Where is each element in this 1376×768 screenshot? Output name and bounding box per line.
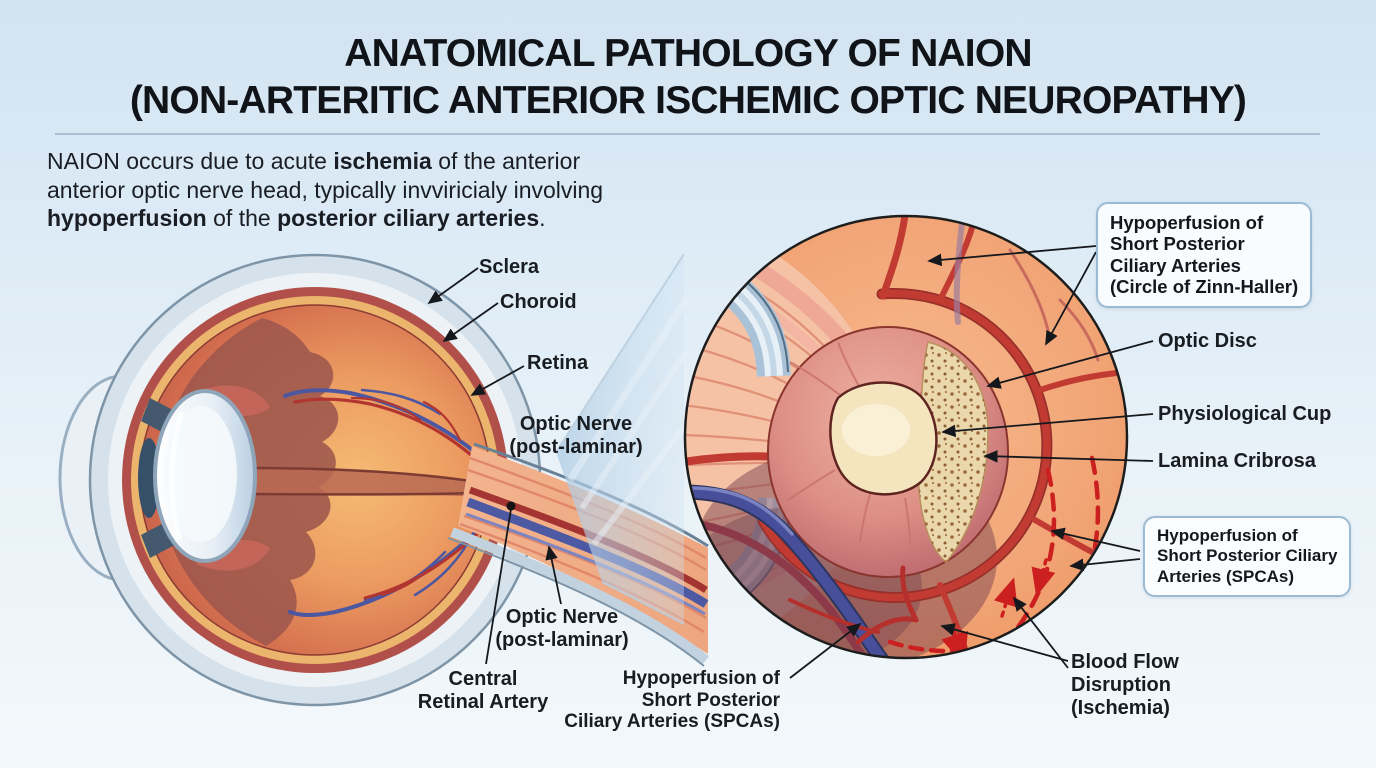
intro-seg: NAION occurs due to acute: [47, 148, 334, 174]
intro-ischemia: ischemia: [333, 148, 432, 174]
choroid-label: Choroid: [500, 291, 577, 313]
physiological-cup-leader: [941, 413, 1154, 438]
intro-seg: of the: [206, 205, 278, 231]
central-vessels: [685, 484, 919, 658]
leader-lines: [427, 245, 1154, 679]
retina-leader: [470, 365, 525, 396]
zinn-haller-leader-2: [1045, 251, 1097, 346]
zinn-haller-callout-box: Hypoperfusion of Short Posterior Ciliary…: [1096, 202, 1313, 308]
intro-paragraph: NAION occurs due to acute ischemia of th…: [47, 147, 667, 233]
sclera-leader: [427, 267, 479, 305]
lamina-cribrosa-label: Lamina Cribrosa: [1158, 450, 1316, 472]
intro-seg: of the anterior anterior optic nerve hea…: [47, 148, 604, 203]
spca-box-leader-1: [1050, 527, 1141, 552]
magnifier-circle-border: [683, 214, 1129, 660]
blood-flow-leader-2: [1012, 596, 1069, 669]
zinn-haller-leader-1: [927, 245, 1097, 267]
lamina-cribrosa-leader: [983, 450, 1154, 463]
central-retinal-artery-label: Central Retinal Artery: [417, 668, 549, 713]
intro-seg: .: [539, 205, 546, 231]
blood-flow-leader-1: [940, 623, 1069, 662]
optic-nerve-upper-label: Optic Nerve (post-laminar): [509, 413, 643, 458]
physiological-cup-label: Physiological Cup: [1158, 403, 1332, 425]
optic-disc-magnified: [683, 214, 1129, 660]
intro-posterior-ciliary: posterior ciliary arteries: [277, 205, 540, 231]
blood-flow-label: Blood Flow Disruption (Ischemia): [1071, 651, 1179, 719]
retina-label: Retina: [527, 352, 589, 374]
spca-bottom-leader: [789, 622, 862, 679]
central-retinal-artery-leader: [485, 508, 512, 665]
optic-disc-label: Optic Disc: [1158, 330, 1257, 352]
eye-cross-section: [58, 253, 710, 707]
spca-box-leader-2: [1069, 558, 1141, 571]
choroid-leader: [442, 302, 499, 343]
optic-nerve-lower-label: Optic Nerve (post-laminar): [495, 606, 629, 651]
intro-hypoperfusion: hypoperfusion: [47, 205, 207, 231]
spca-callout-box: Hypoperfusion of Short Posterior Ciliary…: [1143, 516, 1352, 598]
sclera-label: Sclera: [479, 256, 540, 278]
magnifier-cone: [555, 253, 689, 625]
title-divider: [55, 133, 1320, 135]
spca-bottom-label: Hypoperfusion of Short Posterior Ciliary…: [564, 668, 780, 733]
optic-disc-leader: [986, 340, 1154, 389]
optic-nerve-lower-leader: [545, 545, 562, 605]
page-title: ANATOMICAL PATHOLOGY OF NAION (NON-ARTER…: [129, 32, 1247, 122]
